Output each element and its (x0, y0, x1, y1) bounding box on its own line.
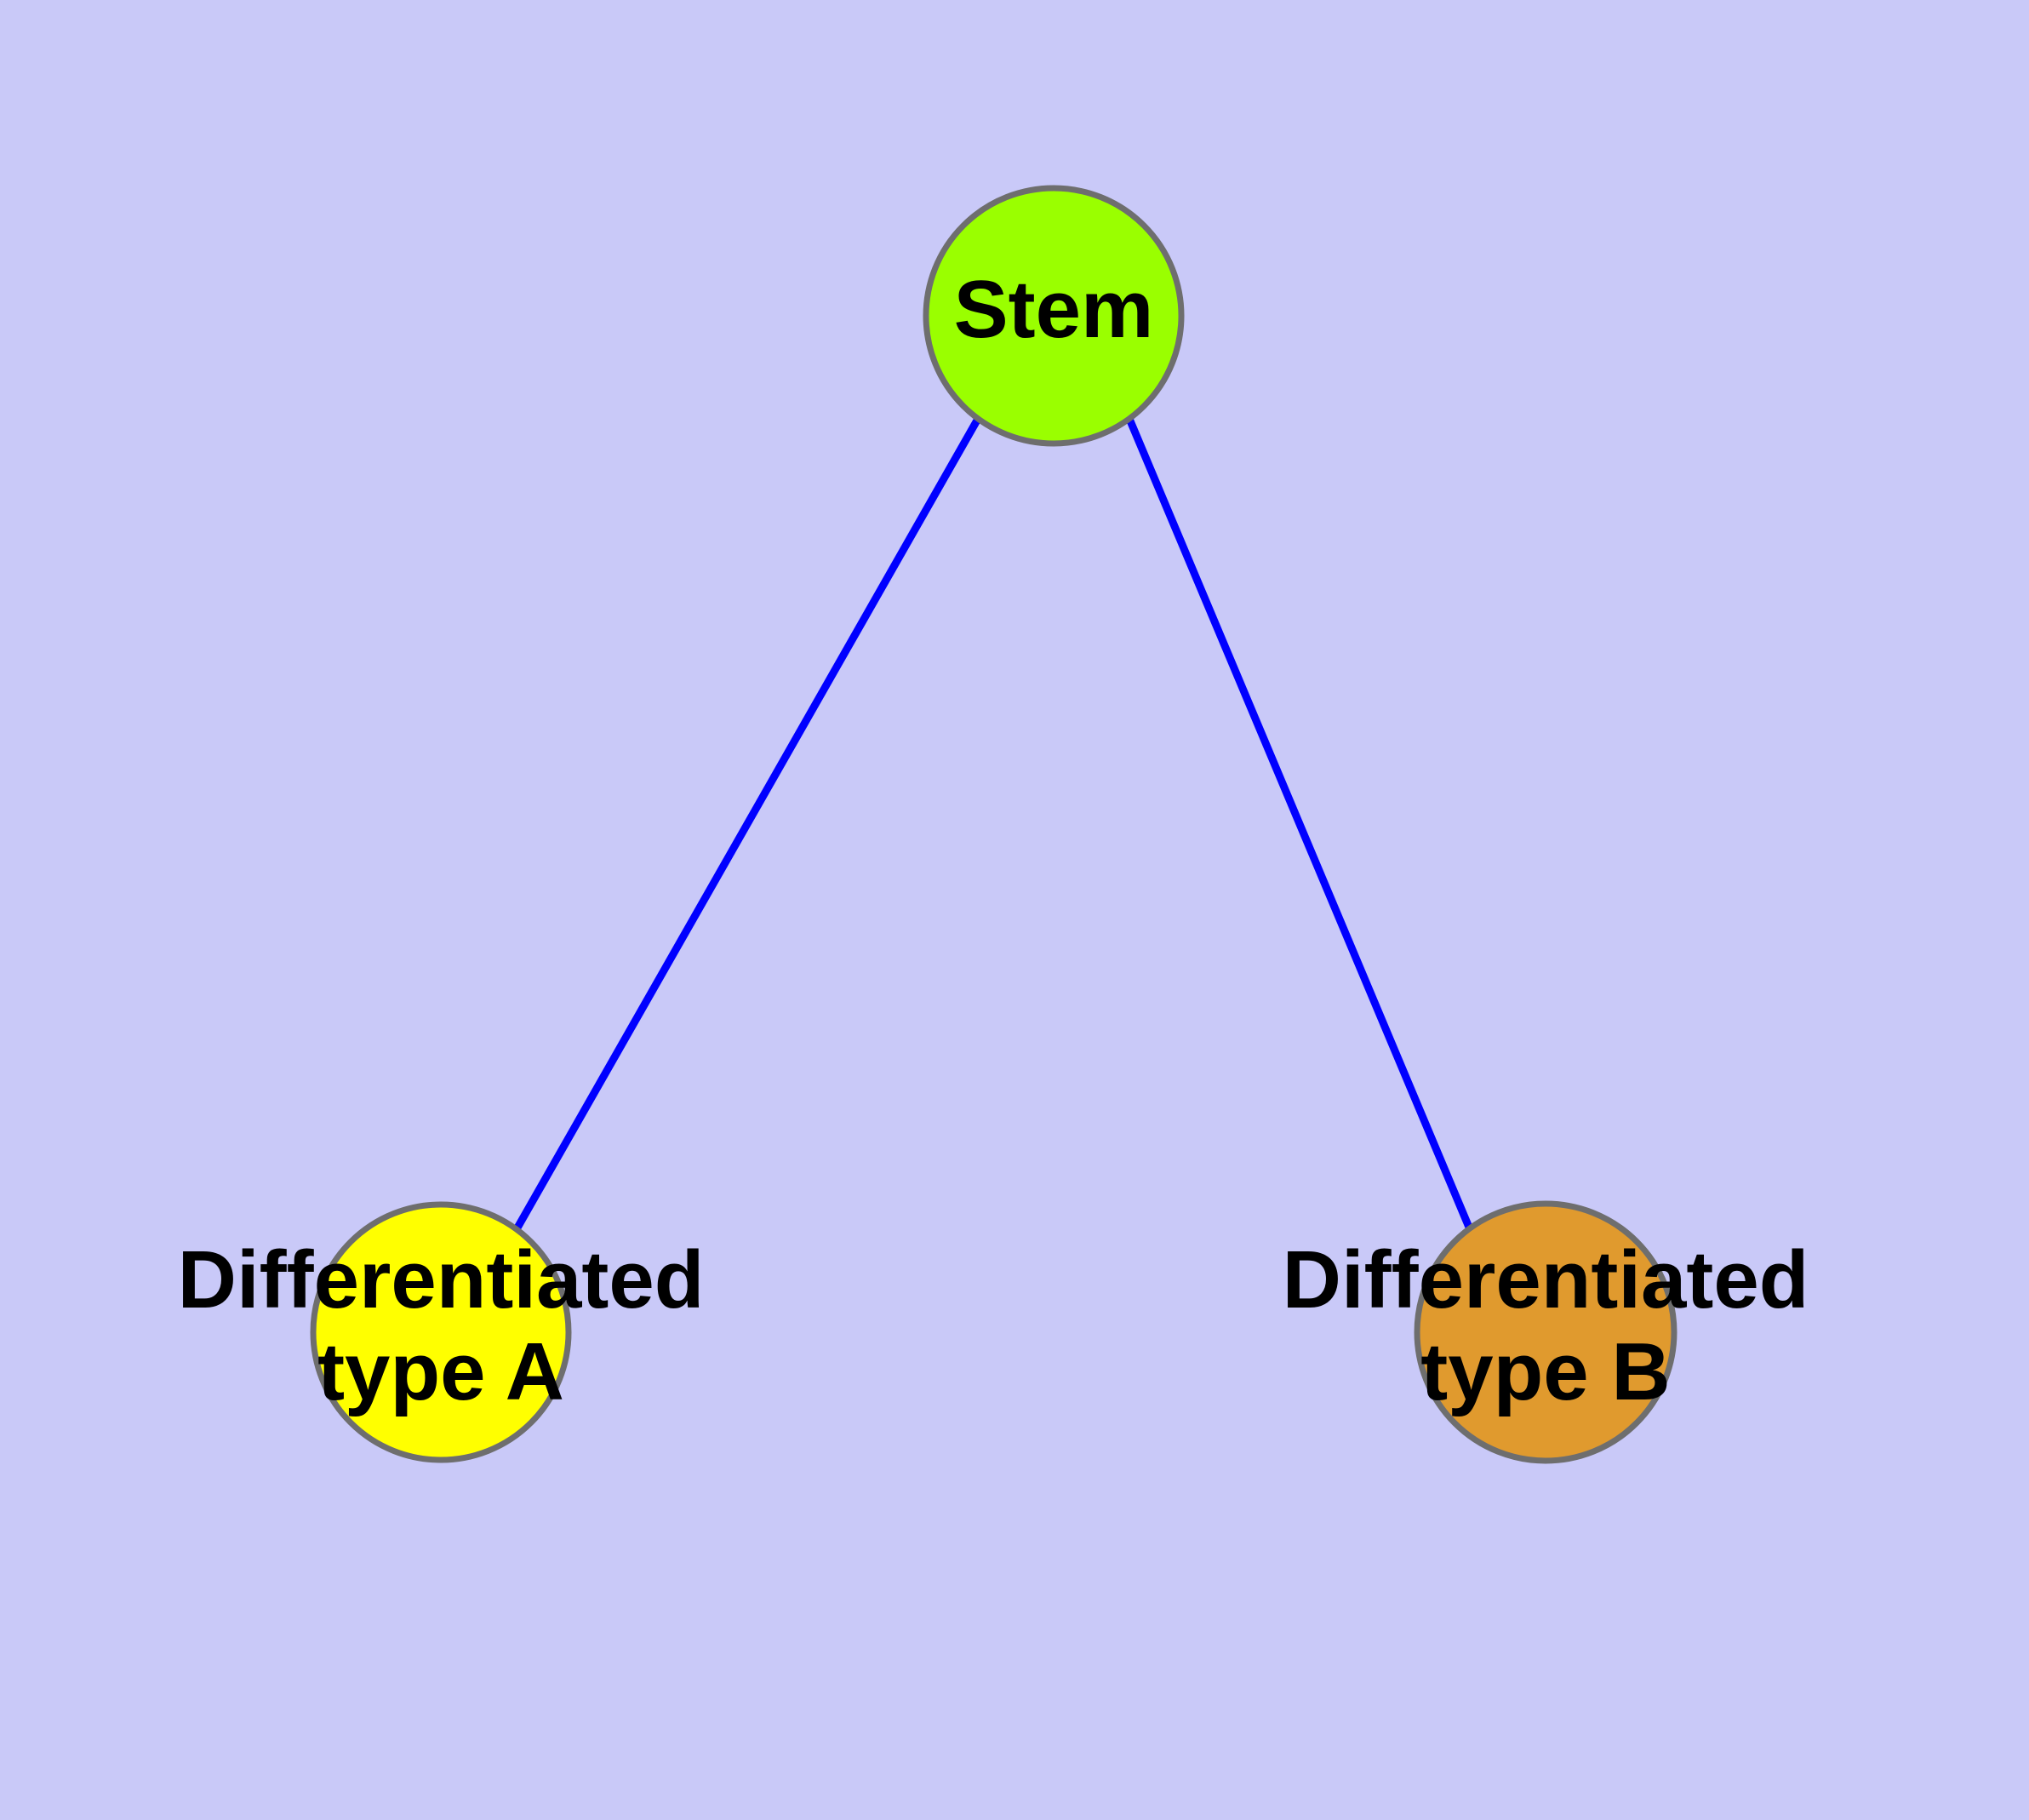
node-stem-circle[interactable] (923, 185, 1185, 447)
edge-stem-to-differentiated-type-a[interactable] (513, 416, 981, 1232)
node-differentiated-type-a-circle[interactable] (310, 1201, 572, 1463)
edge-stem-to-differentiated-type-b[interactable] (1125, 417, 1474, 1231)
node-stem[interactable]: Stem (923, 185, 1185, 447)
edge-layer (513, 416, 1474, 1232)
label-line: Stem (954, 264, 1154, 355)
node-differentiated-type-b-circle[interactable] (1414, 1200, 1677, 1464)
label-line: type A (317, 1326, 564, 1417)
label-line: Differentiated (1283, 1234, 1809, 1325)
label-line: Differentiated (178, 1234, 705, 1325)
label-line: type B (1420, 1326, 1670, 1417)
node-stem-label: Stem (954, 264, 1154, 355)
